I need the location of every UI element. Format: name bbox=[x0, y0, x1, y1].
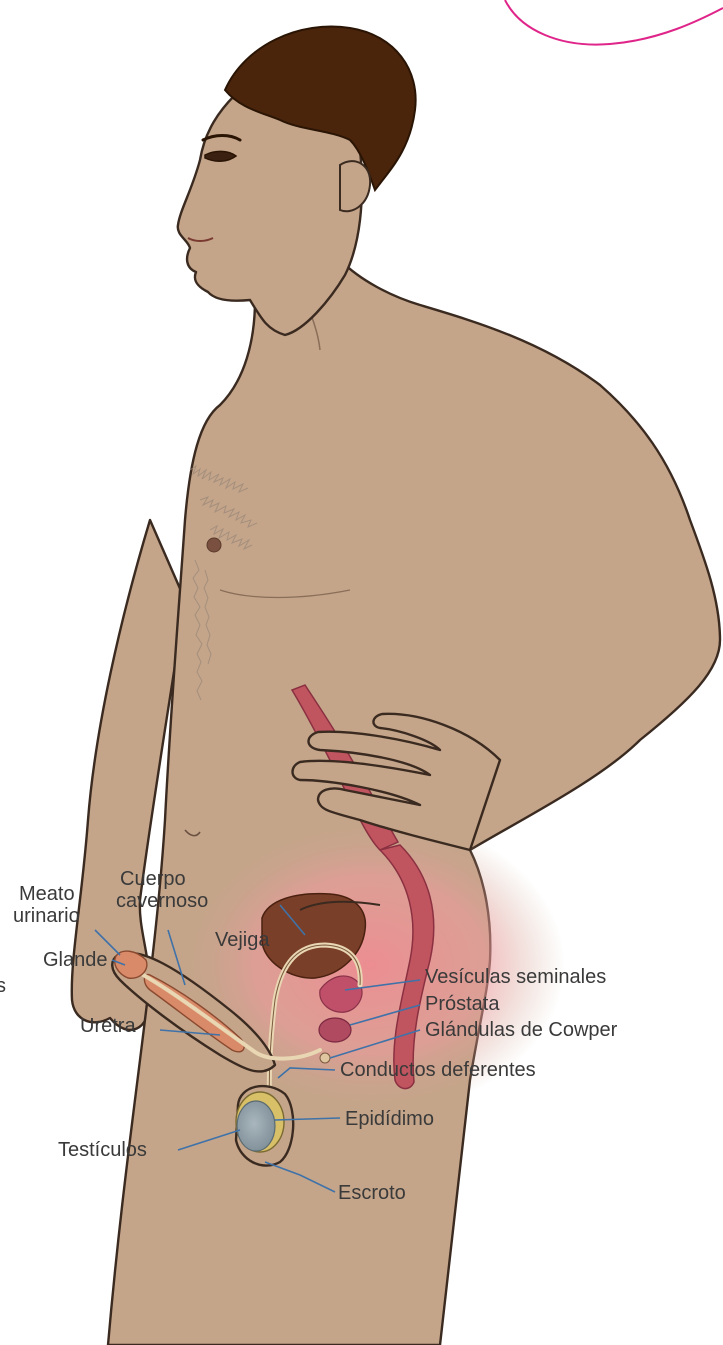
label-glande: Glande bbox=[43, 949, 108, 971]
prostate bbox=[319, 1018, 351, 1042]
label-meato-line1: Meato bbox=[19, 883, 75, 905]
label-epididimo: Epidídimo bbox=[345, 1108, 434, 1130]
label-testiculos: Testículos bbox=[58, 1139, 147, 1161]
label-conductos: Conductos deferentes bbox=[340, 1059, 536, 1081]
accent-curve bbox=[505, 0, 723, 45]
label-escroto: Escroto bbox=[338, 1182, 406, 1204]
cowper-glands bbox=[320, 1053, 330, 1063]
label-cowper: Glándulas de Cowper bbox=[425, 1019, 618, 1041]
label-edge-fragment: s bbox=[0, 975, 6, 997]
nipple bbox=[207, 538, 221, 552]
scrotum bbox=[236, 1086, 293, 1166]
label-cuerpo-line1: Cuerpo bbox=[120, 868, 186, 890]
label-meato-line2: urinario bbox=[13, 905, 80, 927]
label-uretra: Uretra bbox=[80, 1015, 136, 1037]
testis bbox=[237, 1101, 275, 1151]
label-vesiculas: Vesículas seminales bbox=[425, 966, 606, 988]
label-prostata: Próstata bbox=[425, 993, 500, 1015]
label-cuerpo-line2: cavernoso bbox=[116, 890, 208, 912]
label-vejiga: Vejiga bbox=[215, 929, 270, 951]
ear bbox=[340, 161, 370, 211]
